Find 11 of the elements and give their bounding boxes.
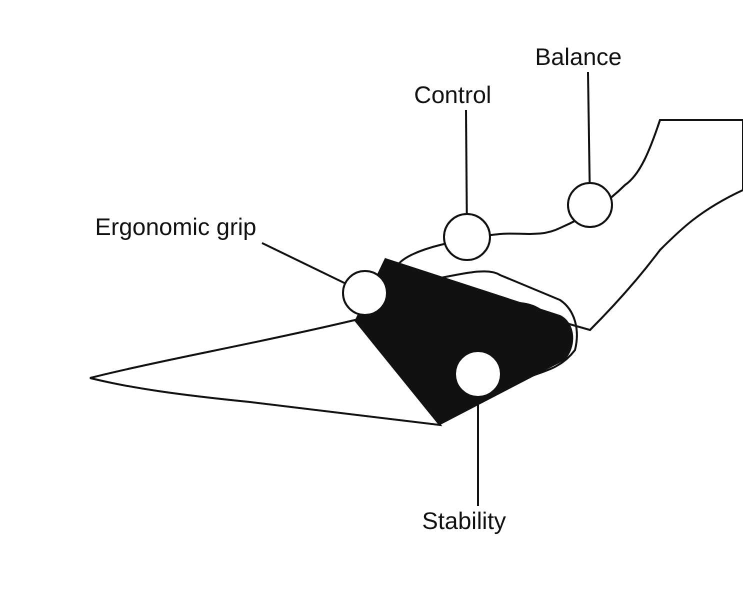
callout-label: Stability — [422, 508, 506, 536]
callout-circle — [443, 213, 491, 261]
callout-circle — [567, 182, 613, 228]
callout-label: Ergonomic grip — [95, 214, 256, 242]
leader-line — [587, 72, 591, 184]
callout-label: Control — [414, 82, 492, 110]
leader-line — [465, 110, 468, 214]
callout-circle — [342, 270, 388, 316]
callout-label: Balance — [535, 44, 622, 72]
callout-circle — [454, 350, 502, 398]
leader-line — [262, 242, 346, 284]
